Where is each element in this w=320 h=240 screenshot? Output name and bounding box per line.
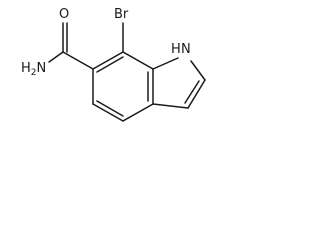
bond-c6-c7 [92, 51, 124, 70]
atom-label-amide-nitrogen: H2N [21, 61, 46, 78]
carboxamide-group [48, 22, 94, 70]
bond-c6-carbonyl [62, 51, 94, 70]
bond-c7a-n1 [152, 57, 179, 70]
bond-c2-c3 [187, 79, 206, 109]
bond-c3a-c4 [122, 103, 154, 122]
bond-n1-c2 [190, 60, 206, 81]
bond-c3-c3a [152, 103, 189, 109]
bond-c4-c5 [92, 103, 124, 122]
bond-c4-c5-inner [96, 100, 124, 117]
bond-c2-c3-inner [184, 80, 200, 104]
bond-carbonyl-n [48, 51, 64, 63]
bond-c7-c7a [122, 51, 154, 70]
pyrrole-ring [152, 57, 206, 109]
molecule-structure: O H2N Br H N [21, 7, 206, 122]
atom-label-oxygen: O [59, 7, 69, 22]
benzene-ring [92, 51, 154, 122]
atom-label-ring-hydrogen: H [171, 42, 181, 57]
bond-c6-c7-inner [96, 56, 124, 73]
atom-label-bromine: Br [114, 7, 129, 22]
atom-label-ring-nitrogen: N [181, 42, 191, 57]
